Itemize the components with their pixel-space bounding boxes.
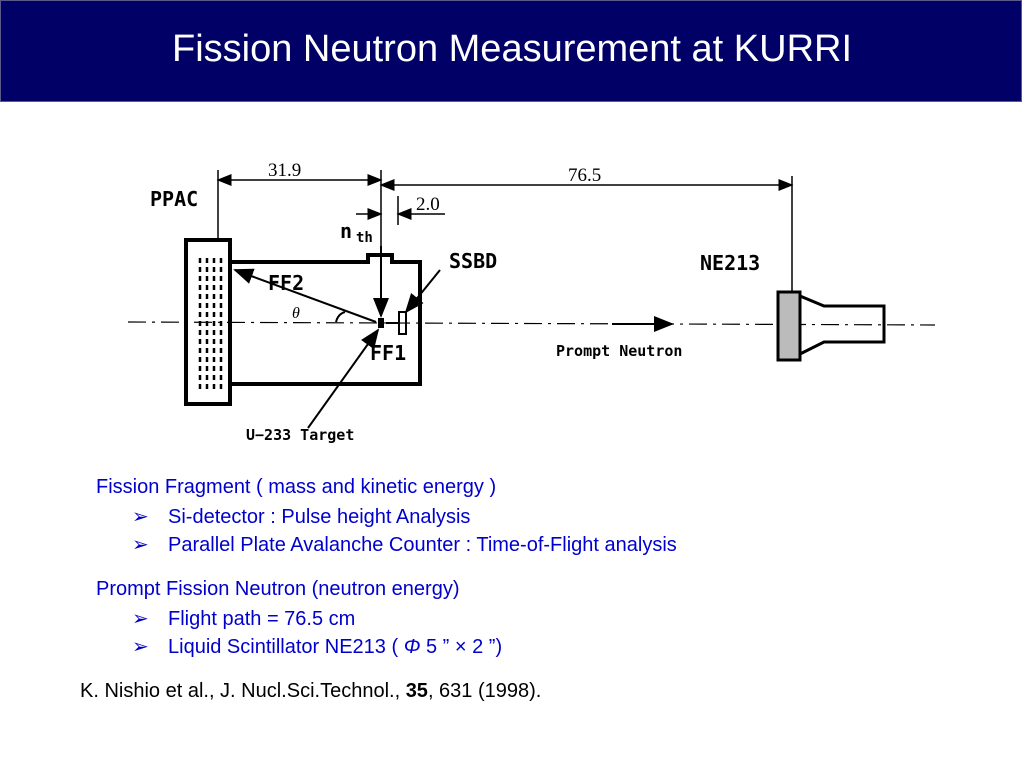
ff2-label: FF2 [268,271,304,295]
bullet-arrow-icon: ➢ [132,608,149,630]
list-item: ➢Liquid Scintillator NE213 ( Φ 5 ” × 2 ”… [132,636,503,658]
ssbd-label: SSBD [449,249,497,273]
dimension-lines [216,170,794,292]
u233-target [378,318,384,328]
list-item: ➢Flight path = 76.5 cm [132,608,356,630]
bullet-arrow-icon: ➢ [132,636,149,658]
ppac-chamber [184,238,422,406]
heading-prompt-neutron: Prompt Fission Neutron (neutron energy) [96,578,460,600]
thermal-neutron-label: n [340,219,352,243]
bullet-arrow-icon: ➢ [132,506,149,528]
ppac-electrodes [198,258,223,392]
bullet-arrow-icon: ➢ [132,534,149,556]
dimension-label-small: 2.0 [416,194,440,215]
thermal-neutron-subscript: th [356,230,373,246]
ff1-label: FF1 [370,341,406,365]
target-label: U−233 Target [246,426,354,444]
dimension-label-left: 31.9 [268,160,301,181]
reference-citation: K. Nishio et al., J. Nucl.Sci.Technol., … [80,680,542,702]
beam-axis [127,321,936,326]
phi-symbol: Φ [403,636,421,658]
list-item: ➢Si-detector : Pulse height Analysis [132,506,471,528]
flight-arrows [233,246,674,429]
slide-title: Fission Neutron Measurement at KURRI [171,28,853,70]
ne213-detector [776,290,886,362]
prompt-neutron-label: Prompt Neutron [556,342,682,360]
reference-volume: 35 [405,680,428,702]
ppac-label: PPAC [150,187,198,211]
list-item: ➢Parallel Plate Avalanche Counter : Time… [132,534,677,556]
title-bar [0,0,1022,102]
ne213-label: NE213 [700,251,760,275]
theta-label: θ [292,305,300,322]
dimension-label-right: 76.5 [568,165,601,186]
heading-fission-fragment: Fission Fragment ( mass and kinetic ener… [96,476,497,498]
